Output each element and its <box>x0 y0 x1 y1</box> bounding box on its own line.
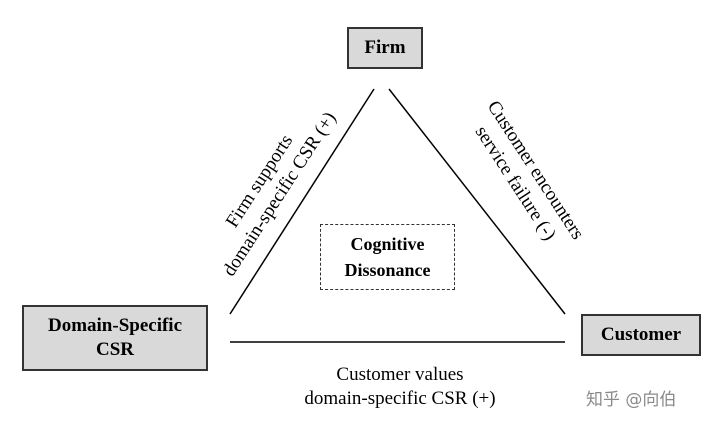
watermark: 知乎 @向伯 <box>586 390 677 410</box>
node-customer: Customer <box>581 314 701 356</box>
node-firm-label: Firm <box>364 37 406 58</box>
center-label-line1: Cognitive <box>350 234 425 254</box>
node-customer-label: Customer <box>600 324 682 345</box>
edge-firm-to-customer <box>388 88 566 315</box>
node-csr-label-line2: CSR <box>95 339 134 360</box>
node-csr-label-line1: Domain-Specific <box>47 315 183 336</box>
edge-firm-to-csr <box>229 88 375 315</box>
cognitive-dissonance-box: Cognitive Dissonance <box>320 224 455 290</box>
node-firm: Firm <box>347 27 423 69</box>
node-domain-specific-csr: Domain-Specific CSR <box>22 305 208 371</box>
edge-label-csr-customer: Customer values domain-specific CSR (+) <box>250 363 550 411</box>
edge-label-bottom-line1: Customer values <box>336 364 464 385</box>
edge-label-bottom-line2: domain-specific CSR (+) <box>304 388 496 409</box>
center-label-line2: Dissonance <box>344 260 431 280</box>
